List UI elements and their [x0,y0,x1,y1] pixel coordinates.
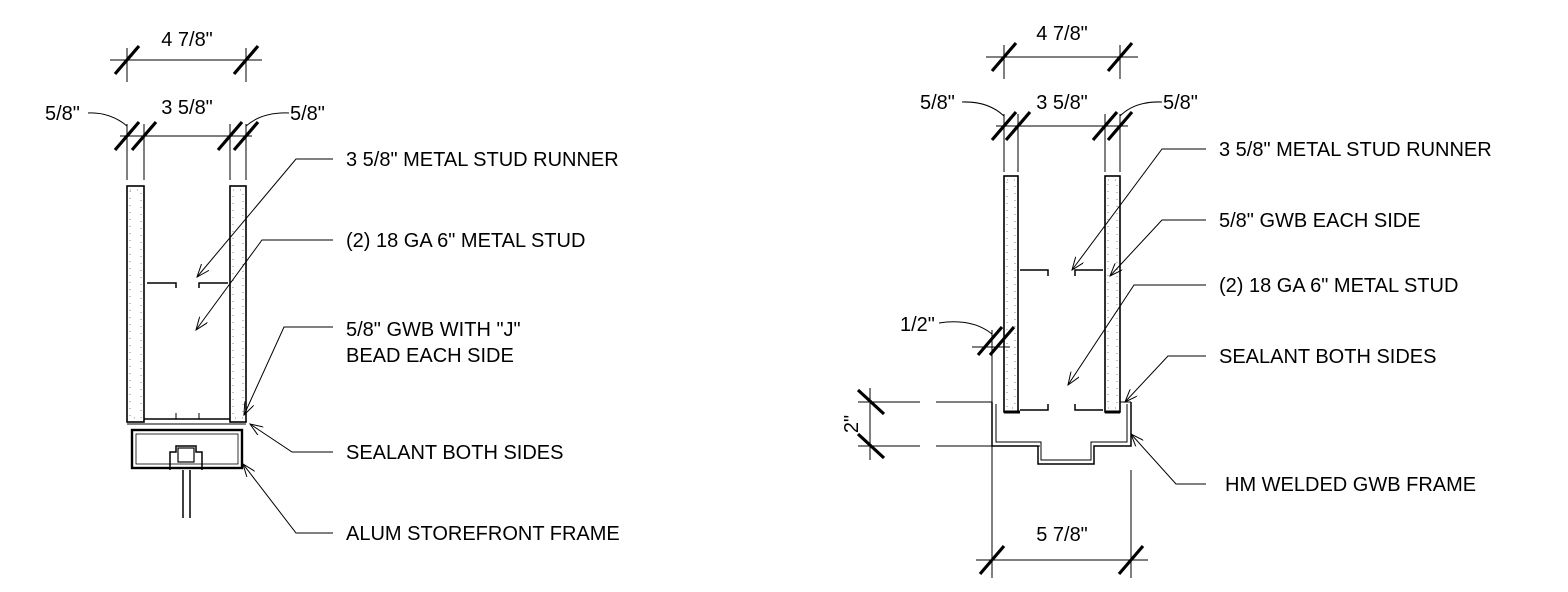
left-dim-gwb-left-text: 5/8" [45,103,80,125]
left-dim-stud-row: 3 5/8" 5/8" 5/8" [45,97,325,180]
right-leaders [1068,148,1206,485]
left-callout-storefront: ALUM STOREFRONT FRAME [346,523,620,545]
right-gwb-panel-1 [1003,175,1019,413]
left-dim-stud-text: 3 5/8" [161,97,213,119]
right-dim-frame-text: 5 7/8" [1036,524,1088,546]
right-dim-overall-text: 4 7/8" [1036,23,1088,45]
right-callout-hm-frame: HM WELDED GWB FRAME [1225,474,1476,496]
left-callout-gwb-line1: 5/8" GWB WITH "J" [346,319,521,341]
right-callout-gwb: 5/8" GWB EACH SIDE [1219,210,1421,232]
left-detail: 4 7/8" 3 5/8" 5/8" 5/8" [45,29,620,545]
right-dim-stud-row: 3 5/8" 5/8" 5/8" [920,92,1198,172]
left-dim-overall: 4 7/8" [110,29,262,82]
right-dim-gwb-left-text: 5/8" [920,92,955,114]
left-dim-gwb-right-text: 5/8" [290,103,325,125]
right-callout-stud: (2) 18 GA 6" METAL STUD [1219,275,1458,297]
right-dim-half: 1/2" [900,314,1016,470]
right-dim-two-text: 2" [841,415,863,433]
right-gwb-panel-2 [1104,175,1121,413]
right-dim-overall: 4 7/8" [986,23,1138,79]
left-callout-gwb-line2: BEAD EACH SIDE [346,345,514,367]
left-callout-sealant: SEALANT BOTH SIDES [346,442,563,464]
right-dim-gwb-right-text: 5/8" [1163,92,1198,114]
left-wall [126,185,247,518]
left-leaders [196,158,333,534]
right-dim-frame: 5 7/8" [976,470,1148,578]
right-callout-sealant: SEALANT BOTH SIDES [1219,346,1436,368]
right-dim-half-text: 1/2" [900,314,935,336]
left-dim-overall-text: 4 7/8" [161,29,213,51]
left-gwb-panel-1 [126,185,145,423]
right-dim-stud-text: 3 5/8" [1036,92,1088,114]
left-callout-stud: (2) 18 GA 6" METAL STUD [346,230,585,252]
right-detail: 4 7/8" 3 5/8" 5/8" 5/8" [841,23,1492,578]
left-gwb-panel-2 [229,185,247,423]
right-wall [991,175,1132,465]
right-callout-runner: 3 5/8" METAL STUD RUNNER [1219,139,1492,161]
right-dim-two: 2" [841,388,1040,460]
left-callout-runner: 3 5/8" METAL STUD RUNNER [346,149,619,171]
